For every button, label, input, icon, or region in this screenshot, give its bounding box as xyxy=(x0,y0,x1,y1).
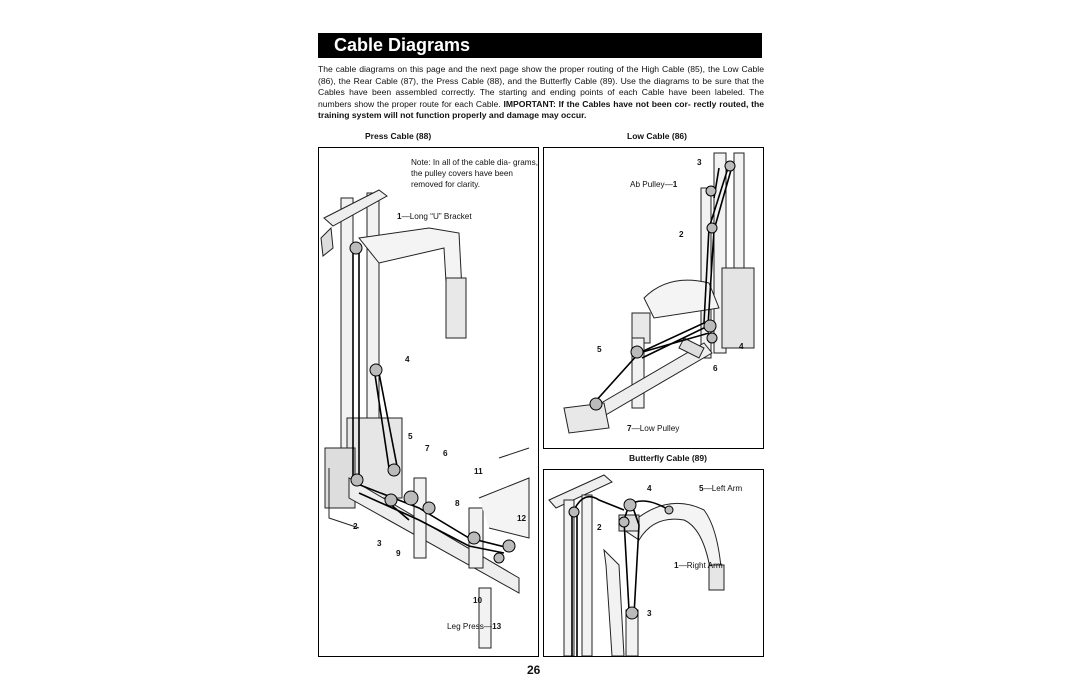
page-title: Cable Diagrams xyxy=(334,35,471,55)
leg-press-text: Leg Press— xyxy=(447,622,493,631)
right-arm-text: —Right Arm xyxy=(678,561,723,570)
press-label-1: 1 xyxy=(397,212,402,221)
press-label-3: 3 xyxy=(377,539,382,548)
intro-text: The cable diagrams on this page and the … xyxy=(318,64,764,109)
butterfly-label-1: 1 xyxy=(674,561,679,570)
press-label-9: 9 xyxy=(396,549,401,558)
low-label-2: 2 xyxy=(679,230,684,239)
title-bar: Cable Diagrams xyxy=(318,33,762,58)
low-pulley-label: 7—Low Pulley xyxy=(627,424,679,433)
press-label-10: 10 xyxy=(473,596,483,605)
press-label-7: 7 xyxy=(425,444,430,453)
butterfly-label-2: 2 xyxy=(597,523,602,532)
press-label-4: 4 xyxy=(405,355,410,364)
press-label-11: 11 xyxy=(474,467,483,476)
low-label-5: 5 xyxy=(597,345,602,354)
press-label-6: 6 xyxy=(443,449,448,458)
left-arm-label: 5—Left Arm xyxy=(699,484,742,493)
right-arm-label: 1—Right Arm xyxy=(674,561,723,570)
low-cable-diagram: 3 Ab Pulley—1 2 5 4 6 7—Low Pulley xyxy=(543,147,764,449)
butterfly-cable-caption: Butterfly Cable (89) xyxy=(629,453,707,463)
low-label-3: 3 xyxy=(697,158,702,167)
ab-pulley-text: Ab Pulley— xyxy=(630,180,673,189)
low-label-7: 7 xyxy=(627,424,632,433)
butterfly-cable-drawing xyxy=(548,474,725,656)
low-label-4: 4 xyxy=(739,342,744,351)
page-number: 26 xyxy=(527,663,541,677)
press-cable-diagram: Note: In all of the cable dia- grams, th… xyxy=(318,147,539,657)
press-label-12: 12 xyxy=(517,514,527,523)
intro-important: IMPORTANT: If the Cables have not been c… xyxy=(318,98,765,121)
press-label-5: 5 xyxy=(408,432,413,441)
ab-pulley-label: Ab Pulley—1 xyxy=(630,180,677,189)
long-u-bracket-text: —Long “U” Bracket xyxy=(401,212,472,221)
press-cable-caption: Press Cable (88) xyxy=(365,131,432,141)
press-label-13: 13 xyxy=(492,622,502,631)
butterfly-cable-diagram: 4 5—Left Arm 2 1—Right Arm 3 xyxy=(543,469,764,657)
low-label-6: 6 xyxy=(713,364,718,373)
intro-paragraph: The cable diagrams on this page and the … xyxy=(318,64,764,122)
press-label-2: 2 xyxy=(353,522,358,531)
long-u-bracket-label: 1—Long “U” Bracket xyxy=(397,212,472,221)
low-cable-caption: Low Cable (86) xyxy=(627,131,687,141)
leg-press-label: Leg Press—13 xyxy=(447,622,501,631)
press-cable-drawing xyxy=(320,189,530,649)
low-cable-drawing xyxy=(563,152,755,434)
press-label-8: 8 xyxy=(455,499,460,508)
butterfly-label-5: 5 xyxy=(699,484,704,493)
butterfly-label-4: 4 xyxy=(647,484,652,493)
press-cable-note: Note: In all of the cable dia- grams, th… xyxy=(411,158,538,189)
left-arm-text: —Left Arm xyxy=(703,484,743,493)
low-pulley-text: —Low Pulley xyxy=(631,424,680,433)
butterfly-label-3: 3 xyxy=(647,609,652,618)
low-label-1: 1 xyxy=(672,180,678,189)
